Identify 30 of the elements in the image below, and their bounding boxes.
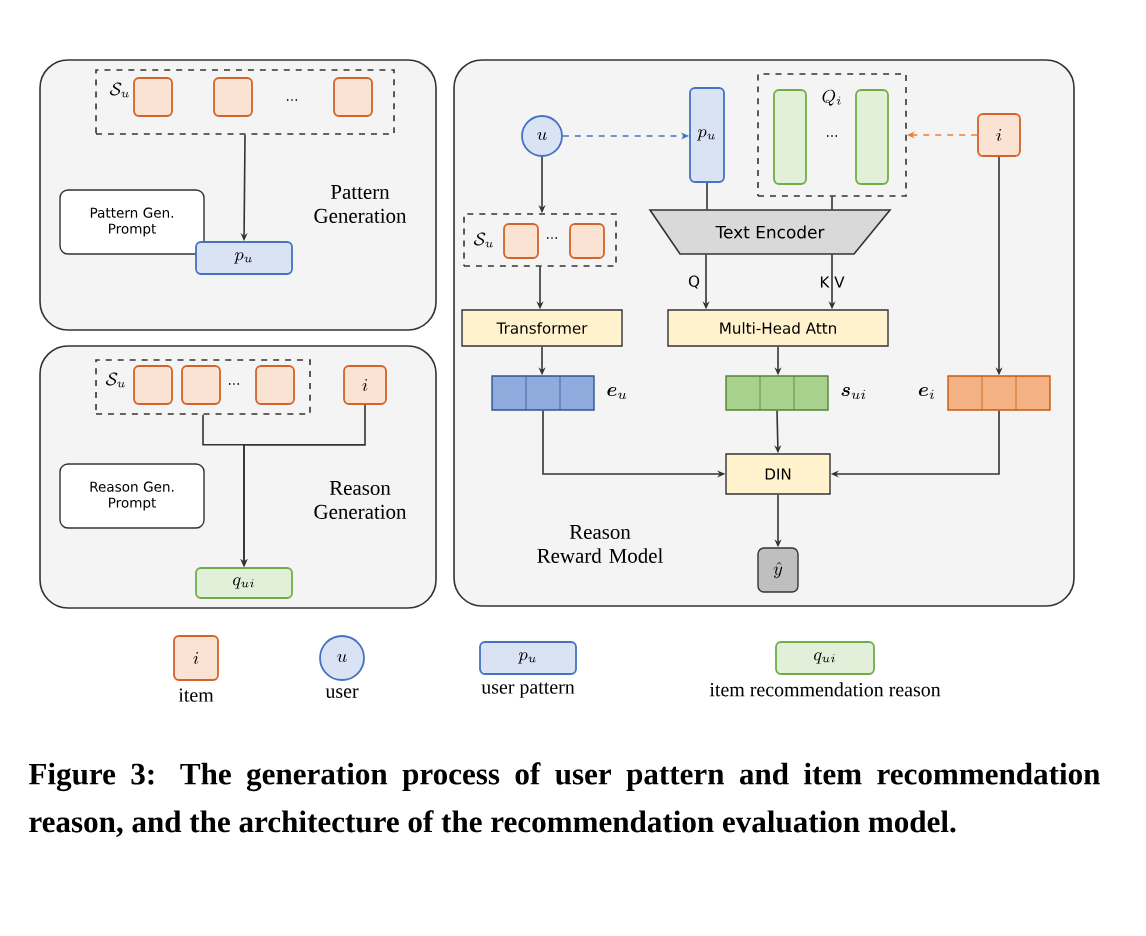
item-box: $i$ (343, 365, 387, 405)
reason-box: $q_{ui}$ (775, 641, 875, 675)
node-label: item (178, 688, 214, 702)
reason-box: $q_{ui}$ (195, 567, 293, 599)
vector-label: $\boldsymbol{s}_{ui}$ (841, 386, 866, 400)
item-box (569, 223, 605, 259)
item-box: $i$ (977, 113, 1021, 157)
embedding-bar (725, 375, 829, 411)
pattern-box: $p_u$ (479, 641, 577, 675)
item-box (255, 365, 295, 405)
node-label: item recommendation reason (709, 682, 941, 697)
item-box (503, 223, 539, 259)
item-box (333, 77, 373, 117)
pattern-box: $p_u$ (195, 241, 293, 275)
item-box (133, 77, 173, 117)
vector-label: $\boldsymbol{e}_u$ (607, 386, 627, 400)
item-box (181, 365, 221, 405)
node-label: user pattern (481, 682, 575, 698)
reason-box (773, 89, 807, 185)
item-box: $i$ (173, 635, 219, 681)
vector-label: $\boldsymbol{e}_i$ (918, 386, 934, 400)
embedding-bar (491, 375, 595, 411)
figure-caption: Figure 3: The generation process of user pattern and item recommendation reason, and the architecture of the recommendation evaluation model. (28, 762, 1100, 837)
output-box: $\hat{y}$ (757, 547, 799, 593)
item-box (133, 365, 173, 405)
reason-box (855, 89, 889, 185)
item-box (213, 77, 253, 117)
pattern-box: $p_u$ (689, 87, 725, 183)
node-label: user (325, 688, 359, 698)
embedding-bar (947, 375, 1051, 411)
